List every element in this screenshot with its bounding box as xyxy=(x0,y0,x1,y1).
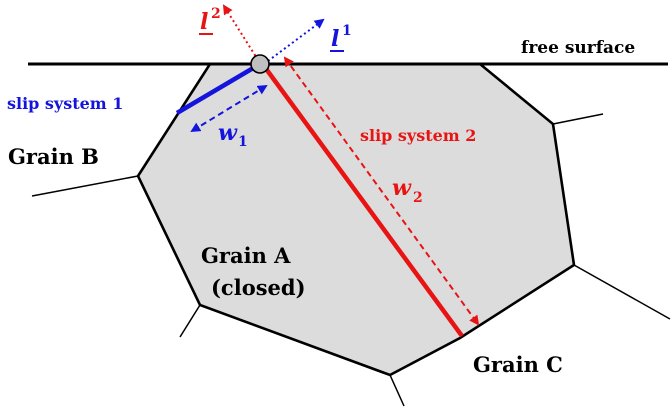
svg-text:l: l xyxy=(331,26,339,52)
grain-c-label: Grain C xyxy=(473,352,563,377)
svg-text:1: 1 xyxy=(238,134,248,150)
w1-symbol: w 1 xyxy=(218,120,248,150)
svg-text:w: w xyxy=(218,120,238,146)
boundary-b-left xyxy=(31,175,139,197)
l2-direction-arrow xyxy=(222,4,259,61)
svg-text:2: 2 xyxy=(413,190,423,206)
l1-direction-arrow xyxy=(263,18,325,65)
svg-text:w: w xyxy=(392,175,412,201)
svg-text:2: 2 xyxy=(211,6,221,22)
boundary-c-right xyxy=(573,264,671,320)
grain-b-label: Grain B xyxy=(8,144,99,169)
grain-a-region xyxy=(136,62,576,377)
slip-system-2-label: slip system 2 xyxy=(360,126,476,145)
free-surface-label: free surface xyxy=(521,38,635,58)
grain-a-closed-label: (closed) xyxy=(211,275,306,300)
boundary-lower-left xyxy=(179,304,201,338)
boundary-bottom xyxy=(389,374,405,407)
w1-dimension-arrow xyxy=(190,84,268,133)
l2-symbol: l 2 xyxy=(199,6,221,35)
junction-point xyxy=(250,54,270,74)
svg-text:l: l xyxy=(200,9,208,35)
svg-text:1: 1 xyxy=(342,23,352,39)
grain-a-label: Grain A xyxy=(201,243,291,268)
slip-system-1-label: slip system 1 xyxy=(7,94,123,113)
l1-symbol: l 1 xyxy=(330,23,352,52)
boundary-c-top-right xyxy=(552,113,604,125)
w2-symbol: w 2 xyxy=(392,175,423,206)
w2-dimension-arrow xyxy=(283,56,480,326)
